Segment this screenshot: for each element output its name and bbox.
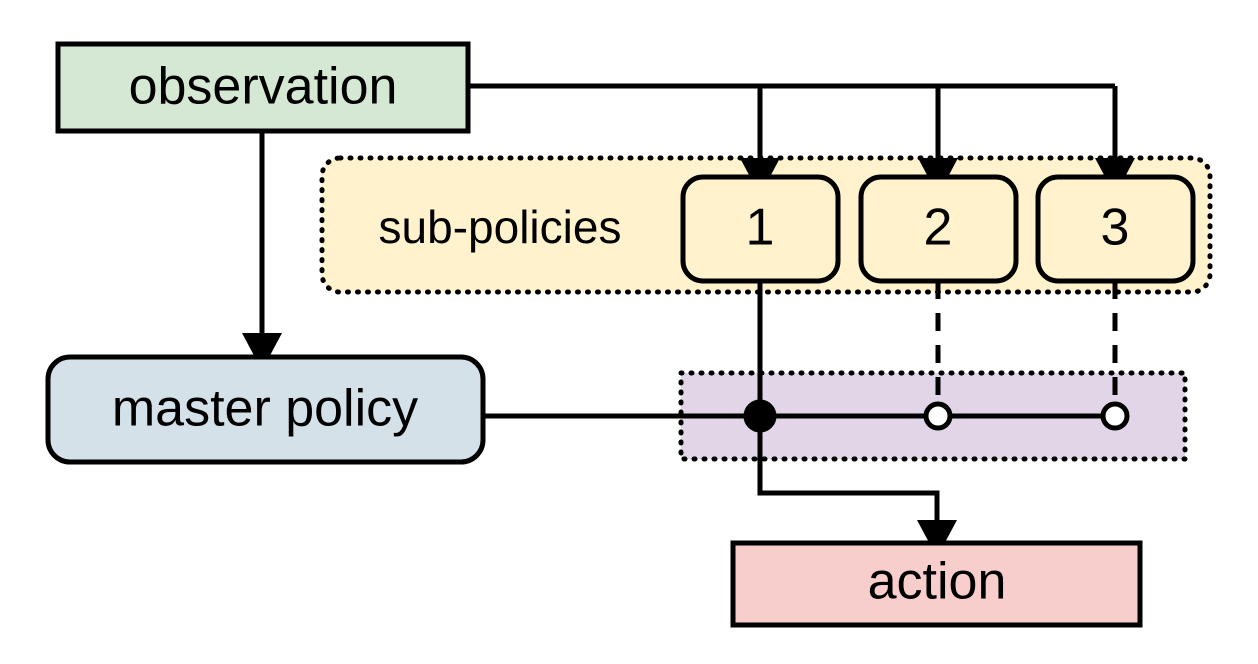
node-sub-policy-2[interactable]: 2: [858, 174, 1019, 284]
sub-policy-3-box[interactable]: [1035, 174, 1196, 284]
action-label: action: [868, 553, 1007, 611]
switch-contact-2-open[interactable]: [923, 401, 953, 431]
observation-box[interactable]: [55, 41, 471, 134]
node-sub-policy-1[interactable]: 1: [680, 174, 841, 284]
sub-policy-2-label: 2: [924, 199, 953, 257]
sub-policy-2-box[interactable]: [858, 174, 1019, 284]
switch-contact-3-open[interactable]: [1100, 401, 1130, 431]
action-box[interactable]: [730, 540, 1143, 628]
sub-policy-1-label: 1: [746, 199, 775, 257]
master-policy-label: master policy: [112, 380, 418, 438]
edge-sub-policy-1-to-action: [757, 281, 957, 558]
master-policy-box[interactable]: [45, 354, 486, 465]
sub-policy-3-label: 3: [1101, 199, 1130, 257]
node-action[interactable]: action: [730, 540, 1143, 628]
sub-policies-group-label: sub-policies: [379, 201, 622, 253]
node-sub-policy-3[interactable]: 3: [1035, 174, 1196, 284]
node-master-policy[interactable]: master policy: [45, 354, 486, 465]
sub-policy-1-box[interactable]: [680, 174, 841, 284]
switch-contact-1-closed[interactable]: [743, 399, 777, 433]
node-observation[interactable]: observation: [55, 41, 471, 134]
observation-label: observation: [129, 58, 398, 116]
